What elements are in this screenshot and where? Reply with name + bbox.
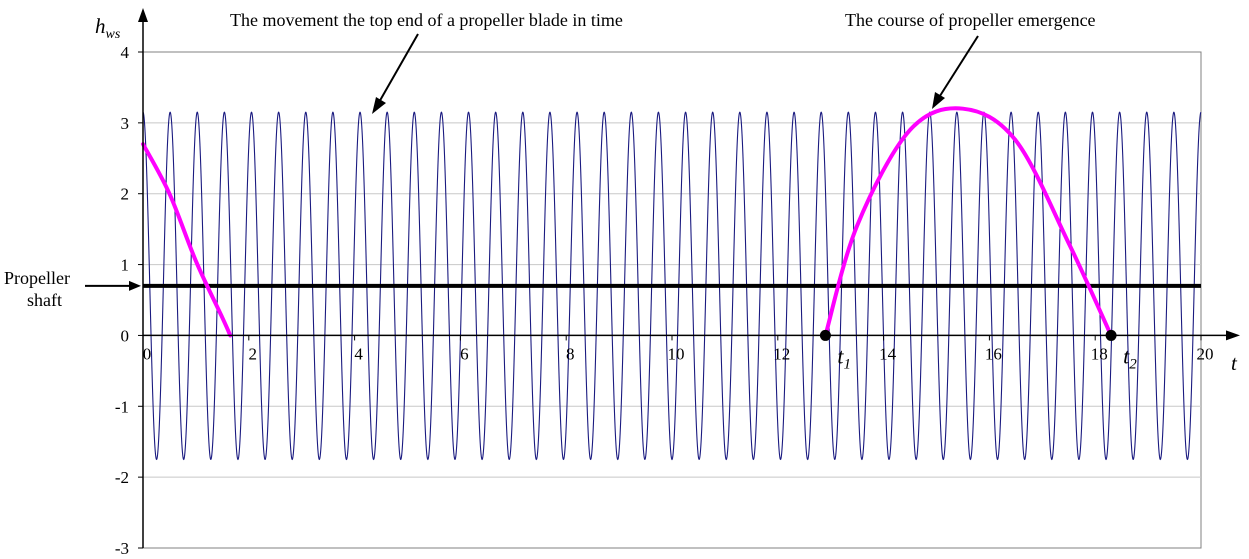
annotation-shaft-arrowhead <box>129 280 141 291</box>
annotation-emergence-arrow <box>937 35 979 100</box>
y-tick-label: 0 <box>121 326 130 345</box>
x-tick-labels: 0 2 4 6 8 10 12 14 16 18 20 <box>142 335 1214 363</box>
plot-area <box>142 51 1202 549</box>
annotation-blade-movement: The movement the top end of a propeller … <box>230 10 623 30</box>
marker-label-t1: t1 <box>837 343 851 372</box>
x-tick-label: 4 <box>354 344 363 363</box>
y-axis-label: hws <box>95 14 121 42</box>
x-axis-arrow <box>1226 330 1240 341</box>
x-tick-label: 8 <box>566 344 575 363</box>
annotation-emergence: The course of propeller emergence <box>845 10 1096 30</box>
y-tick-label: -1 <box>115 397 129 416</box>
gridlines <box>143 122 1201 478</box>
series-emergence-segment-0 <box>141 142 233 338</box>
series-layer <box>141 106 1202 461</box>
marker-point-t2 <box>1105 329 1117 341</box>
annotation-shaft-line2: shaft <box>27 290 62 310</box>
x-tick-label: 10 <box>668 344 685 363</box>
marker-label-t2: t2 <box>1123 343 1137 372</box>
x-tick-label: 20 <box>1197 344 1214 363</box>
x-tick-label: 18 <box>1091 344 1108 363</box>
annotation-blade-arrowhead <box>372 97 386 114</box>
marker-point-t1 <box>819 329 831 341</box>
y-tick-label: 2 <box>121 185 130 204</box>
y-tick-label: 1 <box>121 256 130 275</box>
series-emergence-segment-1 <box>823 106 1114 338</box>
y-tick-label: -3 <box>115 539 129 558</box>
x-tick-label: 6 <box>460 344 469 363</box>
x-axis-label: t <box>1231 351 1238 375</box>
annotation-shaft-line1: Propeller <box>4 268 70 288</box>
x-tick-label: 0 <box>143 344 152 363</box>
y-tick-label: 4 <box>121 43 130 62</box>
y-tick-labels: 4 3 2 1 0 -1 -2 -3 <box>115 43 143 558</box>
y-tick-label: -2 <box>115 468 129 487</box>
x-tick-label: 14 <box>879 344 897 363</box>
annotation-emergence-arrowhead <box>932 92 945 109</box>
markers: t1 t2 <box>819 329 1137 372</box>
series-blade-oscillation <box>142 111 1202 461</box>
annotation-blade-arrow <box>377 33 419 105</box>
x-tick-label: 12 <box>773 344 790 363</box>
y-tick-label: 3 <box>121 114 130 133</box>
x-tick-label: 16 <box>985 344 1002 363</box>
x-tick-label: 2 <box>249 344 258 363</box>
y-axis-arrow <box>138 8 148 22</box>
